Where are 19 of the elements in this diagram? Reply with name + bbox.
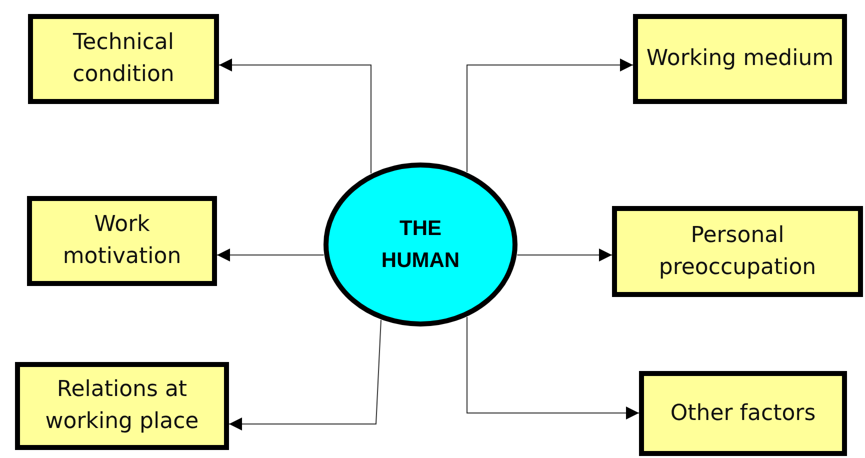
factor-box xyxy=(28,14,219,104)
factor-label: Working medium xyxy=(646,45,834,74)
factor-box xyxy=(15,362,229,450)
factor-box xyxy=(639,371,847,456)
factor-box xyxy=(612,206,863,297)
arrow xyxy=(516,248,612,262)
factor-label: Personal preoccupation xyxy=(658,222,818,282)
arrow xyxy=(466,316,640,420)
arrow xyxy=(218,58,372,174)
arrow xyxy=(228,319,382,430)
arrow xyxy=(216,248,324,262)
center-label: THE HUMAN xyxy=(380,216,461,274)
arrow xyxy=(466,58,634,172)
factor-box xyxy=(633,14,847,104)
factor-label: Other factors xyxy=(670,400,816,428)
factor-box xyxy=(27,196,217,286)
factor-label: Technical condition xyxy=(72,29,176,89)
factor-label: Relations at working place xyxy=(44,376,200,436)
factor-label: Work motivation xyxy=(62,211,182,271)
